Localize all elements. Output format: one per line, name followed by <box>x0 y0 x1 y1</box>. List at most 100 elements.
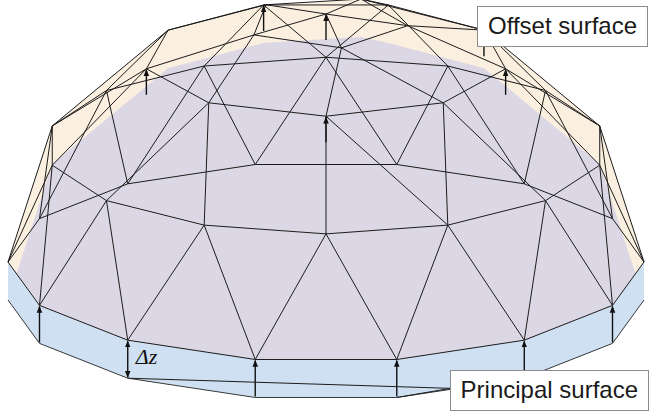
mesh-bar <box>255 234 326 360</box>
mesh-bar <box>254 14 326 35</box>
mesh-bar <box>52 69 146 165</box>
mesh-bar <box>448 201 546 226</box>
mesh-bar <box>397 225 448 359</box>
mesh-bar <box>266 0 361 5</box>
mesh-bar <box>254 35 342 48</box>
mesh-bar <box>448 66 546 91</box>
mesh-bar <box>204 5 263 66</box>
mesh-bar <box>448 66 524 184</box>
mesh-bar <box>600 126 644 262</box>
dimension-arrow <box>127 341 128 377</box>
mesh-bar <box>600 126 613 219</box>
mesh-bar <box>39 201 106 306</box>
leader-line <box>397 388 451 397</box>
mesh-bar <box>506 69 600 126</box>
mesh-bar <box>128 66 204 184</box>
mesh-bar <box>146 35 254 69</box>
label-box: Principal surface <box>450 370 649 411</box>
mesh-bar <box>326 225 448 234</box>
offset-arrow <box>325 15 326 40</box>
mesh-bar <box>600 165 644 262</box>
mesh-bar <box>613 262 644 305</box>
mesh-bar <box>255 359 397 360</box>
mesh-bar <box>408 26 484 30</box>
mesh-bar <box>204 57 326 66</box>
dome-mesh <box>8 0 644 359</box>
label-box: Offset surface <box>477 6 648 47</box>
mesh-bar <box>8 262 39 305</box>
mesh-bar <box>326 5 388 57</box>
mesh-bar <box>546 201 613 306</box>
mesh-bar <box>204 225 255 359</box>
mesh-bar <box>443 103 448 225</box>
mesh-bar <box>397 340 525 359</box>
mesh-bar <box>326 48 341 116</box>
mesh-bar <box>264 4 389 5</box>
mesh-bar <box>546 165 600 200</box>
mesh-bar <box>128 225 204 340</box>
mesh-bar <box>168 5 266 30</box>
mesh-bar <box>613 219 644 262</box>
mesh-bar <box>8 126 52 262</box>
mesh-bar <box>204 66 255 164</box>
offset-arrow <box>396 360 397 396</box>
mesh-bar <box>326 0 361 14</box>
mesh-bar <box>326 57 448 66</box>
mesh-bar <box>106 103 208 201</box>
mesh-bar <box>397 165 525 184</box>
mesh-bar <box>255 57 326 164</box>
offset-arrow <box>255 360 256 396</box>
offset-arrow <box>146 70 147 95</box>
offset-arrow <box>505 70 506 95</box>
offset-arrows <box>39 6 612 397</box>
mesh-bar <box>506 69 600 165</box>
mesh-bar <box>326 116 327 234</box>
mesh-bar <box>39 91 106 219</box>
mesh-bar <box>106 201 204 226</box>
mesh-bar <box>204 225 326 234</box>
mesh-bar <box>388 5 447 66</box>
mesh-bar <box>326 14 341 48</box>
mesh-bar <box>524 184 612 219</box>
mesh-bar <box>209 35 254 103</box>
mesh-bar <box>600 165 613 305</box>
label-text: Offset surface <box>488 12 637 41</box>
mesh-bar <box>326 234 397 360</box>
mesh-bar <box>443 103 545 201</box>
mesh-bar <box>106 66 204 91</box>
mesh-bar <box>52 30 168 126</box>
mesh-bar <box>326 14 408 26</box>
mesh-bar <box>8 165 52 262</box>
mesh-bar <box>8 219 39 262</box>
mesh-bar <box>39 305 127 340</box>
mesh-bar <box>524 91 545 184</box>
mesh-bar <box>341 48 443 103</box>
mesh-bar <box>341 26 407 48</box>
surface-fills <box>8 0 644 397</box>
mesh-bar <box>524 305 612 340</box>
mesh-bar <box>39 184 127 219</box>
mesh-bar <box>264 5 326 57</box>
mesh-bar <box>264 4 266 5</box>
mesh-bar <box>361 0 484 30</box>
mesh-bar <box>397 66 448 164</box>
offset-arrow <box>39 306 40 342</box>
mesh-bar <box>448 225 524 340</box>
leader-line <box>128 378 451 388</box>
mesh-bar <box>128 165 256 184</box>
mesh-bar <box>106 201 127 341</box>
dimension-label: Δz <box>136 345 157 369</box>
mesh-bar <box>106 30 168 90</box>
principal-surface-fill <box>8 37 644 397</box>
mesh-bar <box>39 126 52 219</box>
mesh-bar <box>524 201 545 341</box>
offset-arrow <box>612 306 613 342</box>
mesh-bar <box>39 165 52 305</box>
mesh-bar <box>52 165 106 200</box>
mesh-bar <box>106 91 127 184</box>
label-text: Principal surface <box>461 376 638 405</box>
mesh-bar <box>326 116 448 225</box>
